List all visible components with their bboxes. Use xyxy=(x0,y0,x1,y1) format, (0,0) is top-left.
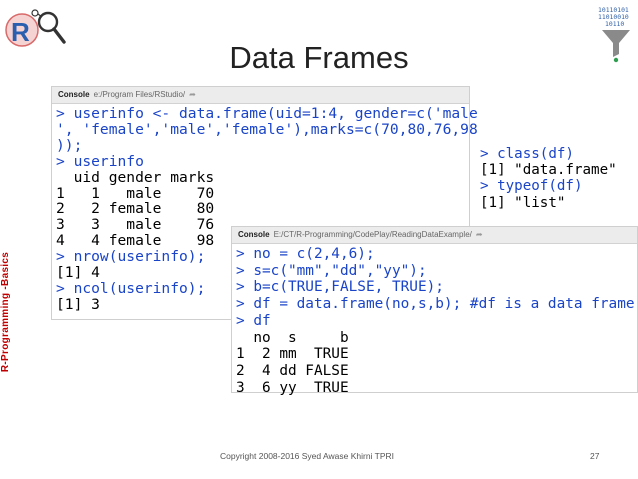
snippet-line: > typeof(df) xyxy=(480,178,583,195)
slide-title: Data Frames xyxy=(229,40,409,75)
console-line: )); xyxy=(56,136,83,154)
snippet-line: [1] "data.frame" xyxy=(480,162,617,179)
copyright-footer: Copyright 2008-2016 Syed Awase Khirni TP… xyxy=(220,451,395,461)
console-line: > df = data.frame(no,s,b); #df is a data… xyxy=(236,296,635,313)
svg-text:R: R xyxy=(11,17,30,47)
binary-line-3: 10110 xyxy=(605,20,624,28)
console-title: Console xyxy=(58,90,90,99)
snippet-line: [1] "list" xyxy=(480,194,566,211)
console-path: E:/CT/R-Programming/CodePlay/ReadingData… xyxy=(273,230,472,239)
console-output: > no = c(2,4,6);> s=c("mm","dd","yy");> … xyxy=(232,244,637,396)
console-title: Console xyxy=(238,230,270,239)
binary-line-2: 11010010 xyxy=(598,13,629,21)
console-line: 4 4 female 98 xyxy=(56,232,215,250)
console-line: > userinfo <- data.frame(uid=1:4, gender… xyxy=(56,105,478,122)
console-line: > nrow(userinfo); xyxy=(56,248,206,266)
console-line: 3 3 male 76 xyxy=(56,216,215,234)
snippet-line: > class(df) xyxy=(480,146,574,162)
console-line: 1 2 mm TRUE xyxy=(236,346,349,363)
page-number: 27 xyxy=(590,451,600,461)
console-line: > df xyxy=(236,312,271,329)
console-path: e:/Program Files/RStudio/ xyxy=(93,90,186,99)
console-line: [1] 4 xyxy=(56,264,100,282)
console-line: > s=c("mm","dd","yy"); xyxy=(236,262,427,279)
console-line: > b=c(TRUE,FALSE, TRUE); xyxy=(236,279,444,296)
console-line: 3 6 yy TRUE xyxy=(236,379,349,396)
console-line: 1 1 male 70 xyxy=(56,184,215,202)
console-line: ', 'female','male','female'),marks=c(70,… xyxy=(56,120,478,138)
console-output: > userinfo <- data.frame(uid=1:4, gender… xyxy=(52,104,478,313)
console-line: [1] 3 xyxy=(56,295,100,313)
console-line: no s b xyxy=(236,329,349,346)
navigate-arrow-icon: ➦ xyxy=(189,90,196,99)
side-label: R-Programming -Basics xyxy=(0,251,11,373)
binary-line-1: 10110101 xyxy=(598,6,629,14)
data-funnel-logo: 10110101 11010010 10110 xyxy=(596,3,636,63)
class-typeof-snippet: > class(df)[1] "data.frame"> typeof(df)[… xyxy=(480,146,617,211)
navigate-arrow-icon: ➦ xyxy=(475,230,483,239)
r-logo: R xyxy=(4,4,70,52)
console-line: > userinfo xyxy=(56,152,144,170)
console-line: 2 4 dd FALSE xyxy=(236,362,349,379)
console-line: > ncol(userinfo); xyxy=(56,279,206,297)
console-line: 2 2 female 80 xyxy=(56,200,215,218)
console-line: > no = c(2,4,6); xyxy=(236,246,375,262)
console-line: uid gender marks xyxy=(56,168,215,186)
